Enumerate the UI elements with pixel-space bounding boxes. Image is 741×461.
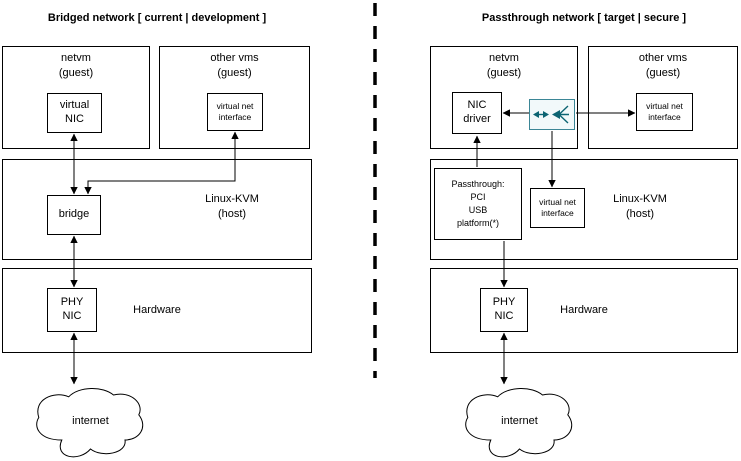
left-virtual-net-interface-box: virtual net interface [207,93,263,131]
right-othervms-guest-label: other vms (guest) [638,52,688,80]
left-internet-label: internet [72,415,109,427]
right-nic-driver-box: NIC driver [452,92,502,134]
left-virtual-nic-box: virtual NIC [47,93,102,133]
virtual-switch-box [529,99,575,130]
virtual-switch-icon [533,105,569,124]
right-diagram-title: Passthrough network [ target | secure ] [481,12,687,24]
right-hardware-label: Hardware [560,304,608,316]
double-arrow-left-head [533,111,539,118]
right-passthrough-box: Passthrough: PCI USB platform(*) [434,168,522,240]
right-netvm-guest-label: netvm (guest) [486,52,522,80]
double-arrow-right-head [543,111,549,118]
left-phy-nic-box: PHY NIC [47,288,97,332]
right-virtual-net-interface-host-box: virtual net interface [530,188,585,228]
left-othervms-guest-label: other vms (guest) [210,52,259,80]
right-phy-nic-box: PHY NIC [480,288,528,332]
right-internet-label: internet [501,415,538,427]
fan-out-icon [558,105,569,124]
right-virtual-net-interface-guest-box: virtual net interface [636,93,693,131]
right-linux-kvm-host-label: Linux-KVM (host) [613,193,667,221]
left-bridge-box: bridge [47,195,101,235]
fan-arrow-head [552,110,560,119]
left-hardware-label: Hardware [133,304,181,316]
left-netvm-guest-label: netvm (guest) [58,52,94,80]
left-linux-kvm-host-label: Linux-KVM (host) [205,193,259,221]
left-diagram-title: Bridged network [ current | development … [47,12,267,24]
